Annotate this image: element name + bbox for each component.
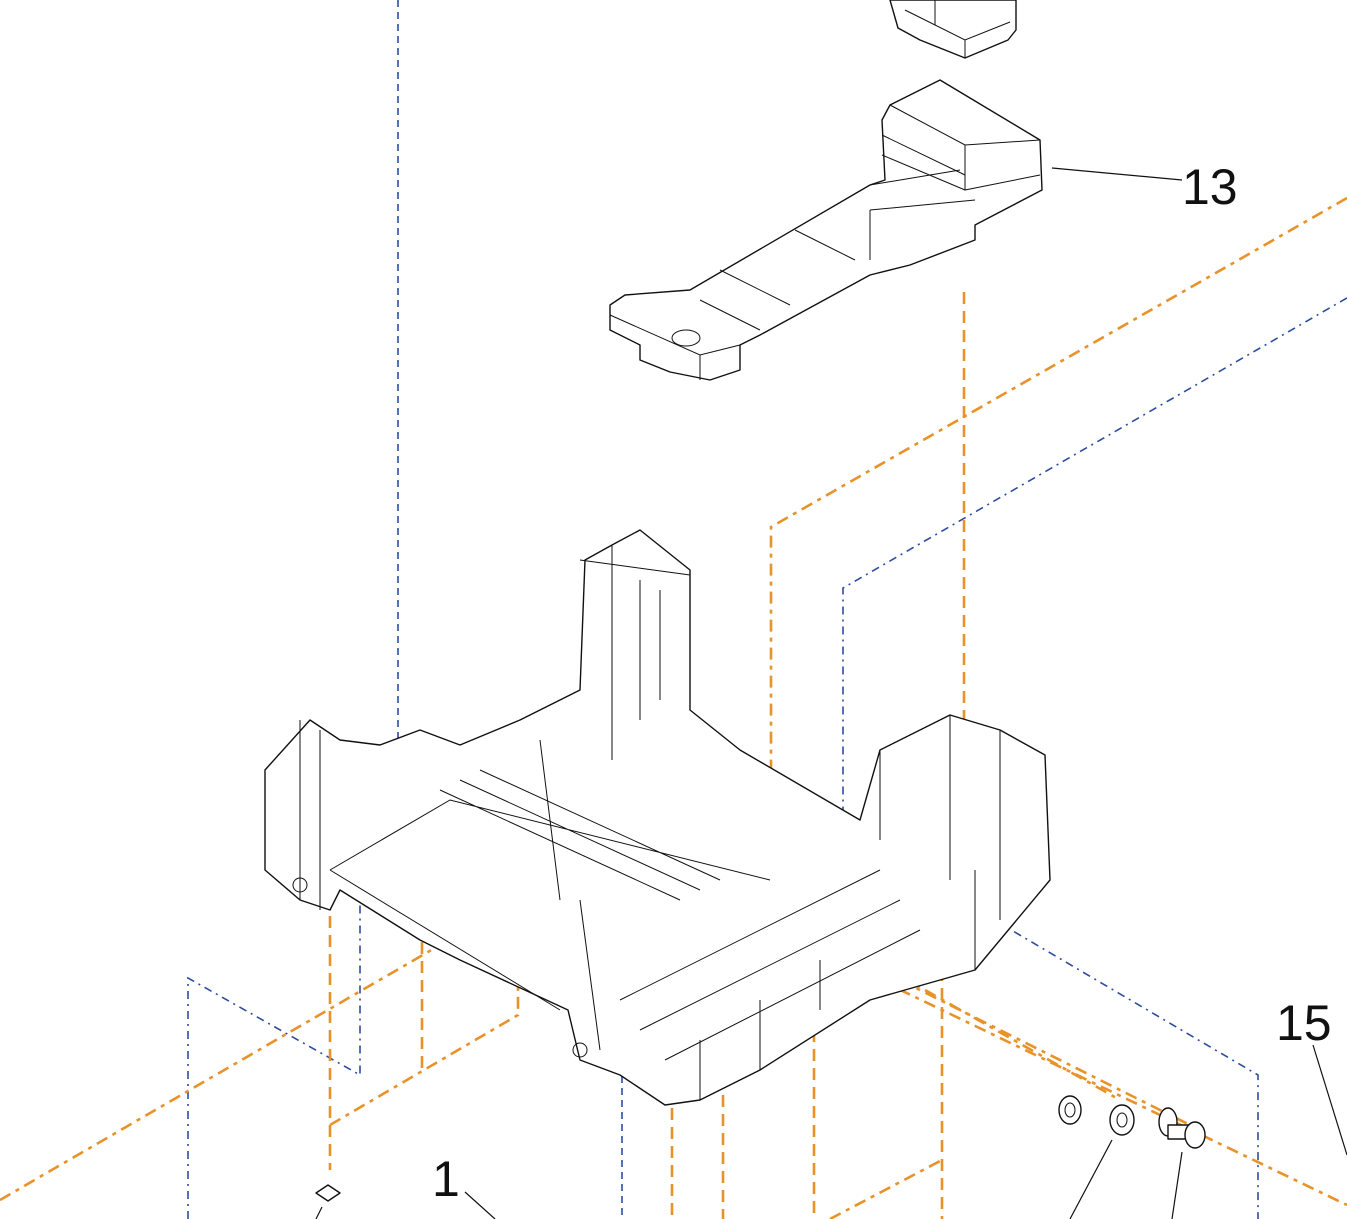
leader-lines — [315, 167, 1347, 1219]
bushing-part-a — [1058, 1095, 1082, 1125]
callout-label-13: 13 — [1182, 159, 1238, 215]
pin-part — [1158, 1107, 1206, 1149]
square-pad-part — [315, 1184, 341, 1202]
part-13-outline — [609, 79, 1043, 381]
top-part-outline — [889, 0, 1017, 59]
small-parts — [315, 1095, 1206, 1202]
callout-label-15: 15 — [1276, 995, 1332, 1051]
bushing-part-b — [1109, 1104, 1135, 1136]
callout-label-1: 1 — [432, 1151, 460, 1207]
part-1-main-frame-outline — [264, 529, 1051, 1106]
